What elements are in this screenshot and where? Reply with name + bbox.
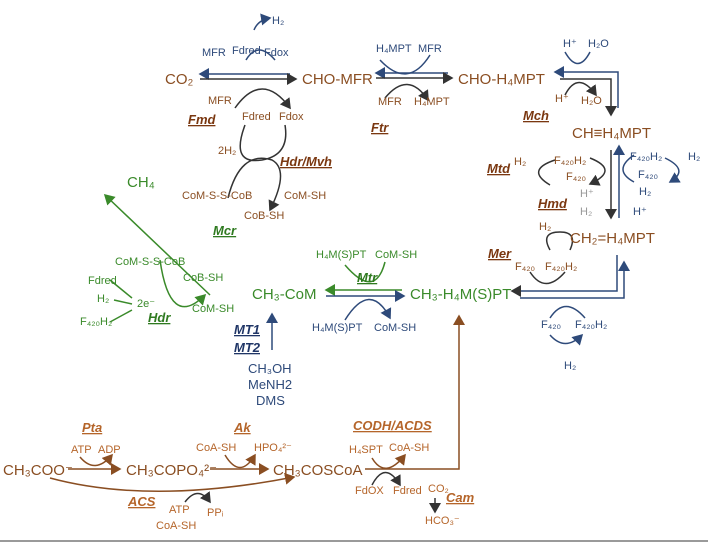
cofactor-label: CoA-SH [196,442,236,454]
cofactor-label: H₂ [272,15,284,27]
cofactor-label: F₄₂₀H₂ [630,151,662,163]
substrate-label: DMS [256,393,285,408]
cofactor-label: CoA-SH [156,520,196,532]
enzyme-ftr: Ftr [371,120,389,135]
cofactor-label: CoM-SH [374,322,416,334]
substrate-label: CH₃OH [248,361,292,376]
cofactor-label: MFR [208,95,232,107]
cofactor-label: H₂ [564,360,576,372]
reaction-arrows [49,13,681,514]
compound-ch3-com: CH₃-CoM [252,286,316,303]
enzyme-mt2: MT2 [234,340,261,355]
cofactor-label: H₄M(S)PT [312,322,363,334]
compound-ch3-h4mspt: CH₃-H₄M(S)PT [410,286,511,303]
enzyme-mt1: MT1 [234,322,260,337]
cofactor-label: CoB-SH [183,272,223,284]
cofactor-label: H⁺ [555,93,569,105]
cofactor-label: CoB-SH [244,210,284,222]
cofactor-label: H₂ [539,221,551,233]
cofactor-label: H₂O [581,95,602,107]
cofactor-label: CoM-S-S-CoB [182,190,252,202]
cofactor-label: H₂ [580,206,592,218]
compound-cho-mfr: CHO-MFR [302,71,373,88]
enzyme-mcr: Mcr [213,223,237,238]
cofactor-label: F₄₂₀H₂ [80,316,112,328]
cofactor-label: MFR [418,43,442,55]
cofactor-label: F₄₂₀H₂ [554,155,586,167]
cofactor-label: F₄₂₀H₂ [545,261,577,273]
cofactor-label: H₂O [588,38,609,50]
cofactor-label: Fdred [242,111,271,123]
substrate-label: MeNH2 [248,377,292,392]
compound-cho-h4mpt: CHO-H₄MPT [458,71,545,88]
enzyme-ak: Ak [233,420,251,435]
cofactor-label: CoM-S-S-CoB [115,256,185,268]
cofactor-label: Fdox [264,47,289,59]
cofactor-label: ATP [169,504,190,516]
enzyme-acs: ACS [127,494,156,509]
cofactor-label: H₄MPT [414,96,450,108]
cofactor-label: ATP [71,444,92,456]
cofactor-label: H₂ [514,156,526,168]
cofactor-label: Fdred [88,275,117,287]
cofactor-label: H₄M(S)PT [316,249,367,261]
cofactor-label: CoM-SH [192,303,234,315]
cofactor-label: H₂ [97,293,109,305]
enzyme-mch: Mch [523,108,549,123]
enzyme-hmd: Hmd [538,196,568,211]
cofactor-label: F₄₂₀ [541,319,561,331]
cofactor-label: H⁺ [563,38,577,50]
cofactor-label: F₄₂₀ [515,261,535,273]
cofactor-label: H₂ [688,151,700,163]
cofactor-label: Fdred [393,485,422,497]
cofactor-label: 2e⁻ [137,298,155,310]
cofactor-label: F₄₂₀ [566,171,586,183]
enzyme-mer: Mer [488,246,512,261]
cofactor-label: F₄₂₀H₂ [575,319,607,331]
enzyme-cam: Cam [446,490,475,505]
compound-ch4: CH₄ [127,174,155,191]
cofactor-label: H₄MPT [376,43,412,55]
cofactor-label: FdOX [355,485,384,497]
cofactor-label: F₄₂₀ [638,169,658,181]
cofactor-label: HPO₄²⁻ [254,442,292,454]
compound-acetyl-phosphate: CH₃COPO₄²⁻ [126,462,217,479]
compound-acetyl-coa: CH₃COSCoA [273,462,362,479]
compound-ch2-h4mpt: CH₂=H₄MPT [570,230,655,247]
compound-co2: CO₂ [165,71,194,88]
cofactor-label: H⁺ [580,188,594,200]
enzyme-mtr: Mtr [357,270,378,285]
cofactor-label: 2H₂ [218,145,236,157]
cofactor-label: HCO₃⁻ [425,515,460,527]
cofactor-label: ADP [98,444,121,456]
cofactor-label: H₄SPT [349,444,383,456]
compound-ch-h4mpt: CH≡H₄MPT [572,125,651,142]
cofactor-label: CoA-SH [389,442,429,454]
enzyme-fmd: Fmd [188,112,217,127]
compound-acetate: CH₃COO⁻ [3,462,73,479]
cofactor-label: PPᵢ [207,507,224,519]
cofactor-label: CO₂ [428,483,449,495]
enzyme-hdr-mvh: Hdr/Mvh [280,154,332,169]
cofactor-label: MFR [378,96,402,108]
cofactor-label: CoM-SH [284,190,326,202]
cofactor-label: H₂ [639,186,651,198]
cofactor-label: H⁺ [633,206,647,218]
enzyme-mtd: Mtd [487,161,511,176]
enzyme-hdr: Hdr [148,310,171,325]
enzyme-pta: Pta [82,420,102,435]
cofactor-labels: H₂ MFR Fdred Fdox MFR Fdred Fdox 2H₂ CoM… [71,15,700,532]
enzyme-codh-acds: CODH/ACDS [353,418,432,433]
cofactor-label: Fdox [279,111,304,123]
cofactor-label: CoM-SH [375,249,417,261]
cofactor-label: MFR [202,47,226,59]
cofactor-label: Fdred [232,45,261,57]
